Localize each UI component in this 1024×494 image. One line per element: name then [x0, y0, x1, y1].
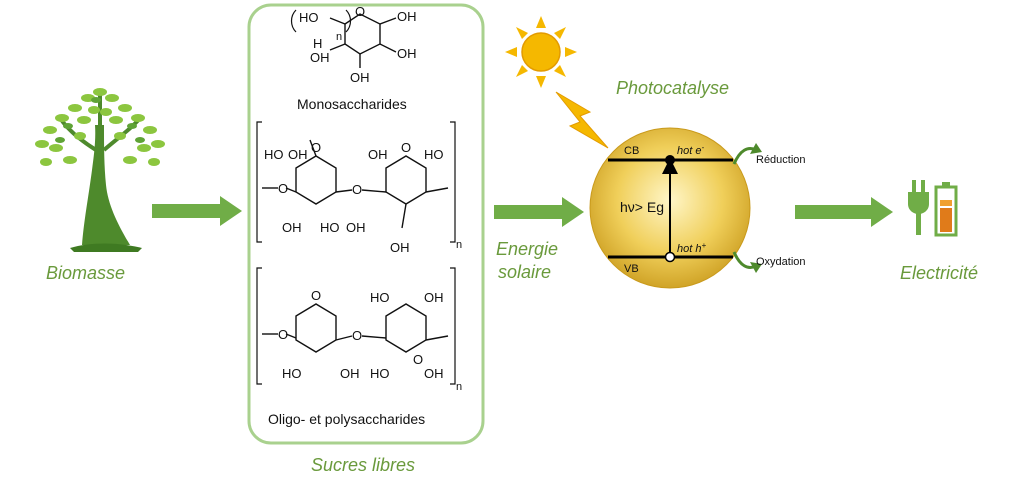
solar-energy-label-line1: Energie: [496, 239, 558, 259]
monosaccharide-structure: O HO OH OH OH OH H n: [290, 4, 417, 85]
mono-label-4: OH: [310, 50, 330, 65]
hot-hole-label: hot h+: [677, 241, 706, 255]
poly1-label-8: n: [456, 239, 462, 251]
solar-energy-label-line2: solaire: [498, 262, 551, 282]
polysaccharide-structure-1: O O O O HO OH OH HO OH OH HO OH n: [256, 121, 462, 255]
svg-text:O: O: [311, 140, 321, 155]
hot-electron-label: hot e-: [677, 143, 704, 157]
biomass-label: Biomasse: [46, 263, 125, 283]
flow-arrow-3: [795, 197, 893, 227]
sun-icon: [505, 16, 577, 88]
poly2-label-1: OH: [340, 366, 360, 381]
oxidation-label: Oxydation: [756, 256, 806, 268]
svg-text:O: O: [352, 328, 362, 343]
poly1-label-2: OH: [282, 220, 302, 235]
monosaccharides-caption: Monosaccharides: [297, 96, 407, 112]
svg-text:O: O: [278, 327, 288, 342]
poly2-label-4: HO: [370, 366, 390, 381]
sugars-label: Sucres libres: [311, 455, 415, 475]
poly2-label-3: OH: [424, 290, 444, 305]
poly1-label-1: OH: [288, 147, 308, 162]
sugars-box: [247, 3, 485, 445]
poly1-label-4: OH: [346, 220, 366, 235]
battery-icon: [934, 182, 958, 237]
poly2-label-0: HO: [282, 366, 302, 381]
photocatalysis-label: Photocatalyse: [616, 78, 729, 98]
svg-text:O: O: [401, 140, 411, 155]
mono-label-5: H: [313, 36, 322, 51]
cb-label: CB: [624, 145, 639, 157]
svg-text:O: O: [278, 181, 288, 196]
poly1-label-0: HO: [264, 147, 284, 162]
poly1-label-5: OH: [368, 147, 388, 162]
poly2-label-2: HO: [370, 290, 390, 305]
mono-label-0: HO: [299, 10, 319, 25]
electricity-label: Electricité: [900, 263, 978, 283]
svg-text:O: O: [355, 4, 365, 19]
polysaccharide-structure-2: O O O O HO OH HO OH HO OH n: [256, 267, 462, 393]
svg-text:O: O: [413, 352, 423, 367]
svg-text:O: O: [311, 288, 321, 303]
polysaccharides-caption: Oligo- et polysaccharides: [268, 411, 425, 427]
reduction-label: Réduction: [756, 154, 806, 166]
poly2-label-6: n: [456, 381, 462, 393]
mono-label-6: n: [336, 31, 342, 43]
plug-icon: [908, 180, 929, 235]
poly2-label-5: OH: [424, 366, 444, 381]
svg-text:O: O: [352, 182, 362, 197]
flow-arrow-1: [152, 196, 242, 226]
hole-dot: [664, 251, 676, 263]
lightning-icon: [555, 91, 609, 149]
poly1-label-6: HO: [424, 147, 444, 162]
tree-icon: [35, 88, 165, 252]
excitation-label: hν> Eg: [620, 199, 664, 215]
poly1-label-7: OH: [390, 240, 410, 255]
mono-label-1: OH: [397, 9, 417, 24]
mono-label-2: OH: [397, 46, 417, 61]
electron-dot: [665, 155, 675, 165]
mono-label-3: OH: [350, 70, 370, 85]
vb-label: VB: [624, 263, 639, 275]
poly1-label-3: HO: [320, 220, 340, 235]
flow-arrow-2: [494, 197, 584, 227]
catalyst-sphere: [589, 127, 751, 289]
